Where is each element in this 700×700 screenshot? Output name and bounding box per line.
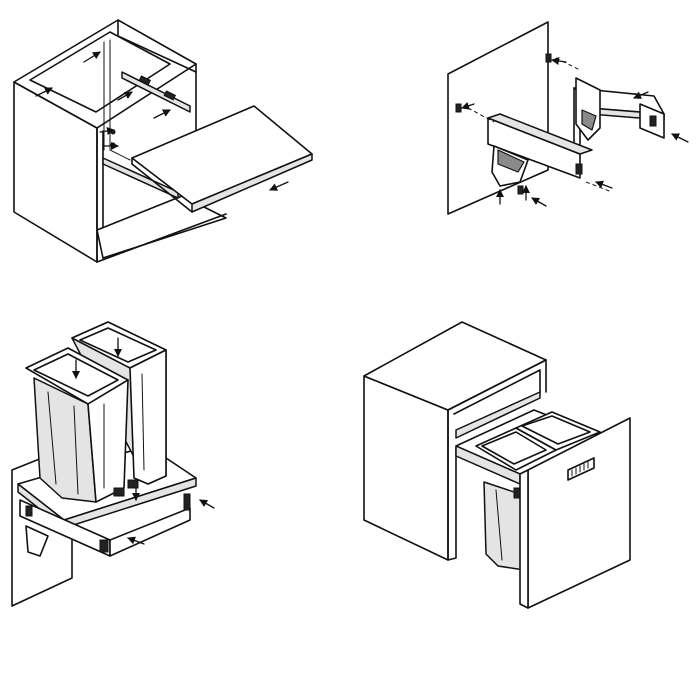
arrow-icon — [100, 127, 115, 135]
step-1-cabinet-base-plate — [14, 20, 312, 262]
arrow-icon — [118, 92, 133, 100]
step-4-finished-cabinet — [364, 322, 630, 608]
arrow-icon — [84, 52, 101, 62]
arrow-icon — [595, 180, 612, 188]
base-plate-edge — [192, 154, 312, 212]
step-3-bins-on-frame — [12, 322, 214, 606]
arrow-icon — [671, 134, 688, 142]
arrow-icon — [551, 57, 566, 65]
arrow-icon — [633, 92, 648, 99]
arrow-icon — [199, 500, 214, 508]
step-2-frame-mounting — [448, 22, 688, 214]
arrow-icon — [154, 110, 171, 118]
arrow-icon — [531, 198, 546, 206]
cabinet-top-inner — [30, 32, 170, 112]
arrow-icon — [127, 536, 144, 544]
arrow-icon — [36, 88, 53, 96]
arrow-icon — [269, 182, 288, 191]
arrow-icon — [461, 101, 474, 110]
